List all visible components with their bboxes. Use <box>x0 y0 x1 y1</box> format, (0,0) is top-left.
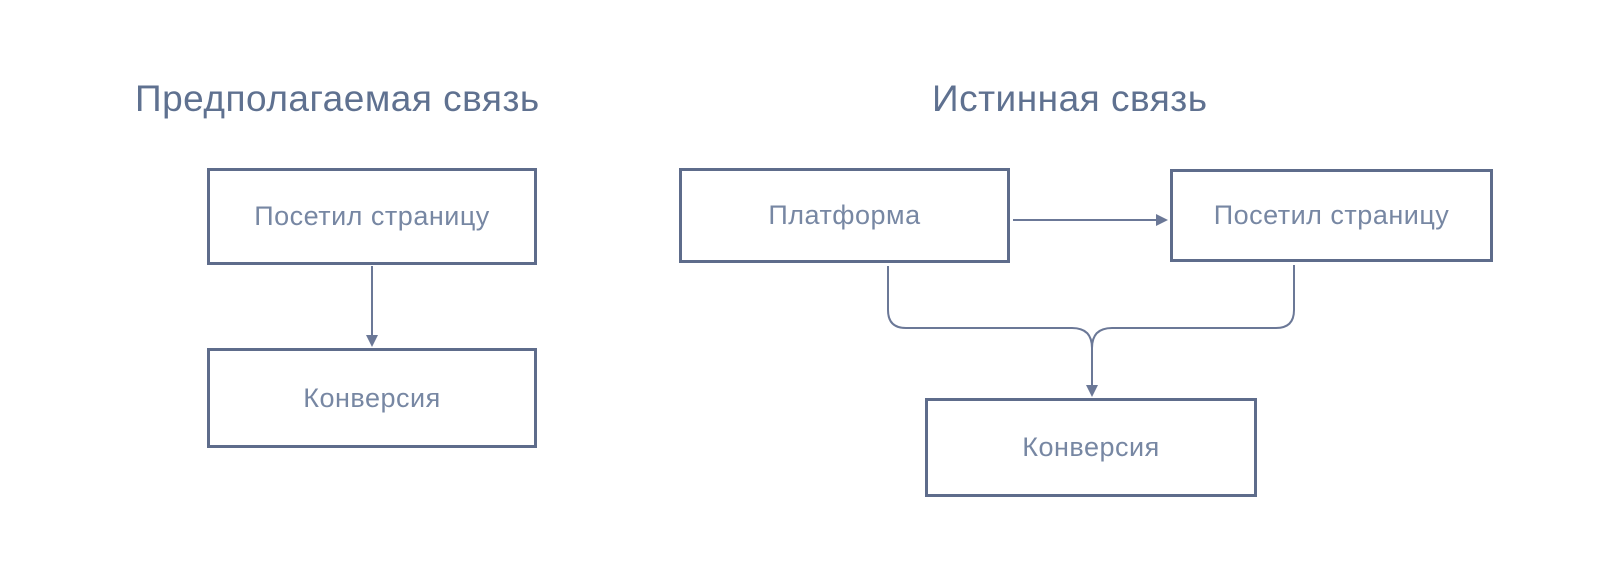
node-visited-page-left: Посетил страницу <box>207 168 537 265</box>
node-label: Конверсия <box>1022 432 1160 462</box>
arrow-visited-to-conversion <box>366 266 378 347</box>
node-label: Платформа <box>768 200 921 230</box>
node-platform: Платформа <box>679 168 1010 263</box>
node-visited-page-right: Посетил страницу <box>1170 169 1493 262</box>
node-conversion-left: Конверсия <box>207 348 537 448</box>
right-diagram-title: Истинная связь <box>932 78 1208 119</box>
arrow-platform-to-visited <box>1013 214 1168 226</box>
left-diagram-title: Предполагаемая связь <box>135 78 540 119</box>
node-label: Посетил страницу <box>254 201 490 231</box>
merge-connector-arrow <box>887 265 1295 397</box>
node-label: Конверсия <box>303 382 441 413</box>
node-conversion-right: Конверсия <box>925 398 1257 497</box>
node-label: Посетил страницу <box>1213 200 1450 230</box>
